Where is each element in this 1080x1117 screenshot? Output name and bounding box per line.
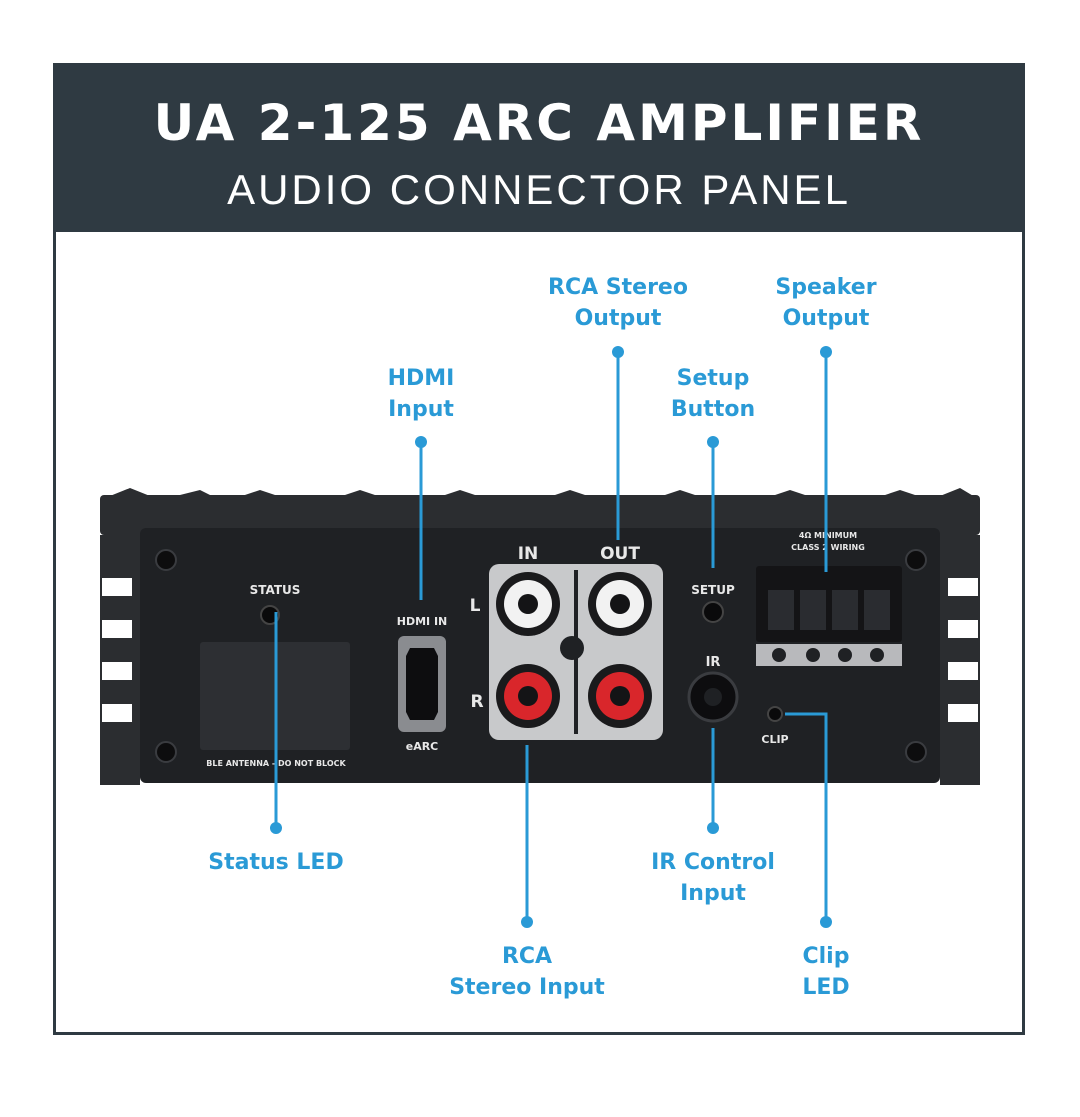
screw-icon bbox=[155, 741, 177, 763]
callout-ir-control-input-line1: IR Control bbox=[651, 850, 775, 875]
clip-led bbox=[767, 706, 783, 722]
leader-lines bbox=[274, 352, 828, 922]
page-subtitle: AUDIO CONNECTOR PANEL bbox=[227, 166, 851, 213]
page-title: UA 2-125 ARC AMPLIFIER bbox=[153, 94, 925, 152]
speaker-class-label: CLASS 2 WIRING bbox=[791, 543, 865, 552]
screw-icon bbox=[905, 741, 927, 763]
speaker-min-label: 4Ω MINIMUM bbox=[799, 531, 857, 540]
callout-setup-button-line1: Setup bbox=[677, 366, 750, 391]
callout-status-led: Status LED bbox=[208, 850, 343, 875]
rca-in-left-jack[interactable] bbox=[496, 572, 560, 636]
panel-screws bbox=[155, 549, 927, 763]
rca-in-label: IN bbox=[518, 544, 539, 564]
callout-rca-stereo-output-line1: RCA Stereo bbox=[548, 275, 688, 300]
plus-icon bbox=[772, 648, 786, 662]
earc-label: eARC bbox=[406, 740, 439, 753]
screw-icon bbox=[905, 549, 927, 571]
screw-icon bbox=[155, 549, 177, 571]
ir-label: IR bbox=[706, 655, 721, 670]
rca-in-right-jack[interactable] bbox=[496, 664, 560, 728]
callout-hdmi-input-line2: Input bbox=[388, 397, 454, 422]
callout-clip-led-line2: LED bbox=[802, 975, 849, 1000]
minus-icon bbox=[838, 648, 852, 662]
callout-rca-stereo-input-line1: RCA bbox=[502, 944, 552, 969]
leader-dots bbox=[270, 346, 832, 928]
callout-clip-led-line1: Clip bbox=[803, 944, 850, 969]
hdmi-in-label: HDMI IN bbox=[397, 615, 448, 628]
speaker-polarity-strip bbox=[756, 644, 902, 666]
header-banner: UA 2-125 ARC AMPLIFIER AUDIO CONNECTOR P… bbox=[56, 66, 1022, 232]
polarity-icons bbox=[772, 648, 884, 662]
callout-hdmi-input-line1: HDMI bbox=[388, 366, 455, 391]
callout-speaker-output-line2: Output bbox=[783, 306, 870, 331]
callout-rca-stereo-output-line2: Output bbox=[575, 306, 662, 331]
rca-right-label: R bbox=[470, 692, 483, 712]
hdmi-port-socket-icon bbox=[406, 648, 438, 720]
status-label: STATUS bbox=[250, 583, 301, 597]
callout-speaker-output-line1: Speaker bbox=[775, 275, 876, 300]
rca-out-right-jack[interactable] bbox=[588, 664, 652, 728]
minus-icon bbox=[806, 648, 820, 662]
plus-icon bbox=[870, 648, 884, 662]
rca-out-label: OUT bbox=[600, 544, 640, 564]
setup-label: SETUP bbox=[691, 583, 735, 597]
heatsink-fins bbox=[100, 488, 980, 785]
callout-ir-control-input-line2: Input bbox=[680, 881, 746, 906]
rca-out-left-jack[interactable] bbox=[588, 572, 652, 636]
callout-setup-button-line2: Button bbox=[671, 397, 755, 422]
rca-left-label: L bbox=[470, 596, 481, 616]
plate-screw-icon bbox=[560, 636, 584, 660]
clip-label: CLIP bbox=[761, 733, 788, 746]
setup-button[interactable] bbox=[702, 601, 724, 623]
callout-rca-stereo-input-line2: Stereo Input bbox=[449, 975, 605, 1000]
